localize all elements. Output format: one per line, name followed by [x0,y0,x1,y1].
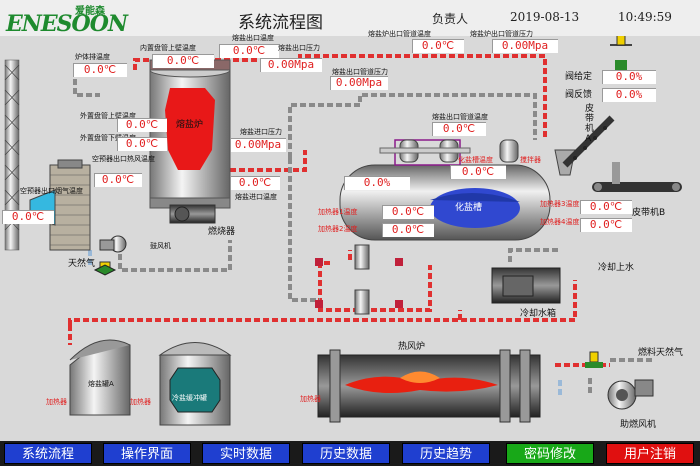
label-pipe-press2: 熔盐出口管道压力 [332,68,388,76]
value-pipe-press: 0.00Mpa [492,39,558,53]
label-stirrer: 搅拌器 [520,156,541,164]
value-level2: 0.0% [602,88,656,102]
value-pipe-temp: 0.0℃ [412,39,464,53]
label-fuel-gas: 燃料天然气 [638,348,684,358]
label-salt-tank1: 熔盐罐A [88,380,114,388]
label-pipe-press: 熔盐炉出口管道压力 [470,30,533,38]
logo: ENESOON [6,11,128,37]
value-inner-temp: 0.0℃ [152,54,214,68]
label-outer-temp1: 外置盘管上壁温度 [80,112,136,120]
label-heater-a: 加热器 [46,398,67,406]
label-furnace: 熔盐炉 [176,120,204,130]
label-preheat: 空预器出口烟气温度 [20,187,83,195]
label-heater1: 加热器1温度 [318,208,358,216]
label-in-press: 熔盐进口压力 [240,128,282,136]
label-heater4: 加热器4温度 [540,218,580,226]
person-label: 负责人 [432,12,469,26]
label-air-temp: 空预器出口热风温度 [92,155,155,163]
value-out-temp: 0.0℃ [219,44,279,58]
label-hot-furnace: 热风炉 [398,342,426,352]
label-in-temp: 熔盐进口温度 [235,193,277,201]
label-out-temp: 熔盐出口温度 [232,34,274,42]
label-cooling-water: 冷却上水 [598,263,635,273]
label-cooling-tank: 冷却水箱 [520,309,557,319]
label-top-temp: 炉体排温度 [75,53,110,61]
label-fan: 鼓风机 [150,242,171,250]
value-out-press: 0.00Mpa [260,58,322,72]
value-in-press: 0.00Mpa [230,138,286,152]
value-heater3: 0.0℃ [580,200,632,214]
value-heater1: 0.0℃ [382,205,434,219]
label-inner-temp: 内置盘管上壁温度 [140,44,196,52]
label-salt-tank2: 冷盐缓冲罐 [172,394,207,402]
value-pipe-press2: 0.00Mpa [330,76,388,90]
label-out-press: 熔盐出口压力 [278,44,320,52]
label-belt-b: 皮带机B [632,208,666,218]
nav-realtime-button[interactable]: 实时数据 [202,443,290,464]
nav-history-data-button[interactable]: 历史数据 [302,443,390,464]
label-burner: 燃烧器 [208,227,236,237]
label-gas: 天然气 [68,259,96,269]
label-tank: 化盐槽 [455,203,483,213]
nav-operation-button[interactable]: 操作界面 [103,443,191,464]
nav-password-button[interactable]: 密码修改 [506,443,594,464]
page-title: 系统流程图 [238,13,323,33]
value-outer-temp1: 0.0℃ [117,118,167,132]
date-display: 2019-08-13 [510,10,580,24]
logo-chinese: 爱能森 [75,6,105,17]
value-in-temp: 0.0℃ [230,176,280,190]
nav-history-trend-button[interactable]: 历史趋势 [402,443,490,464]
value-top-temp: 0.0℃ [73,63,127,77]
label-heater3: 加热器3温度 [540,200,580,208]
label-heater2: 加热器2温度 [318,225,358,233]
nav-logout-button[interactable]: 用户注销 [606,443,694,464]
value-preheat: 0.0℃ [2,210,54,224]
header-bar: 爱能森 ENESOON 系统流程图 负责人 2019-08-13 10:49:5… [0,0,700,37]
label-outer-temp2: 外置盘管下壁温度 [80,134,136,142]
value-heater2: 0.0℃ [382,223,434,237]
label-level2: 阀反馈 [565,90,593,100]
label-fan2: 助燃风机 [620,420,657,430]
value-outer-temp2: 0.0℃ [117,137,167,151]
label-heater-c: 加热器 [300,395,321,403]
value-tank-level: 0.0% [344,176,410,190]
value-air-temp: 0.0℃ [94,173,142,187]
value-level1: 0.0% [602,70,656,84]
label-level1: 阀给定 [565,72,593,82]
process-diagram [4,36,682,426]
value-heater4: 0.0℃ [580,218,632,232]
value-pipe-temp2: 0.0℃ [432,122,486,136]
label-belt-a: 皮带机A [585,104,595,144]
label-pipe-temp2: 熔盐出口管道温度 [432,113,488,121]
label-pipe-temp: 熔盐炉出口管道温度 [368,30,431,38]
nav-system-flow-button[interactable]: 系统流程 [4,443,92,464]
value-tank-temp: 0.0℃ [450,165,506,179]
time-display: 10:49:59 [618,10,672,24]
label-tank-temp: 化盐槽温度 [458,156,493,164]
label-heater-b: 加热器 [130,398,151,406]
